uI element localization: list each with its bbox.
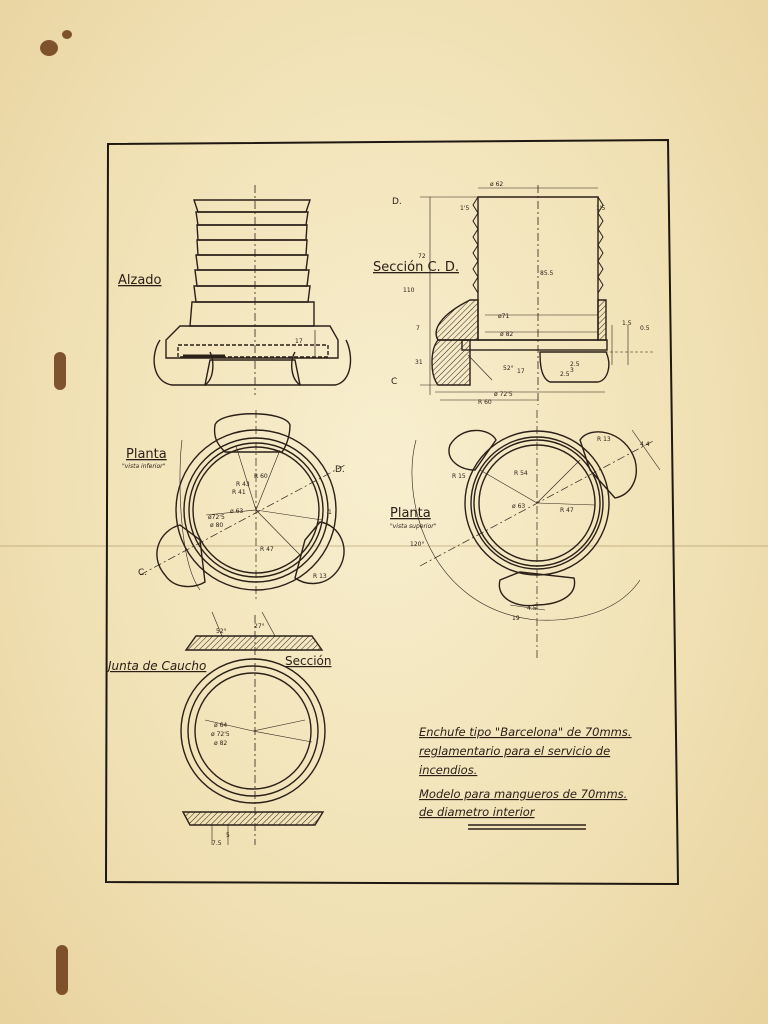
dim-label: 2.5 bbox=[570, 361, 580, 368]
dim-label: R 60 bbox=[254, 473, 268, 480]
dim-label: 19 bbox=[512, 615, 520, 622]
dim-label: ø 64 bbox=[214, 722, 227, 729]
seccion-cd-view bbox=[420, 185, 655, 405]
plan-letter-c: C. bbox=[138, 568, 147, 578]
plan-letter-d: D. bbox=[335, 465, 345, 475]
dim-label: 0.5 bbox=[640, 325, 650, 332]
dim-label: 1'5 bbox=[460, 205, 469, 212]
dim-label: 4.4 bbox=[640, 441, 650, 448]
dim-label: 5 bbox=[226, 832, 230, 839]
dim-label: R 47 bbox=[260, 546, 274, 553]
dim-label: ø 80 bbox=[210, 522, 223, 529]
dim-label: ø 62 bbox=[490, 181, 503, 188]
dim-label: 17 bbox=[295, 338, 303, 345]
caption-line: de diametro interior bbox=[419, 805, 536, 819]
dim-label: ø 82 bbox=[214, 740, 227, 747]
dim-label: 120° bbox=[410, 541, 424, 548]
rust-stain bbox=[54, 352, 66, 390]
dim-label: 7 bbox=[416, 325, 420, 332]
dim-label: R 41 bbox=[232, 489, 246, 496]
caption-line: incendios. bbox=[419, 763, 477, 777]
seccion-cd-label: Sección C. D. bbox=[373, 260, 459, 275]
planta-superior-sub: "vista superior" bbox=[390, 523, 437, 530]
dim-label: 7.5 bbox=[212, 840, 222, 847]
dim-label: 3 bbox=[570, 367, 574, 374]
alzado-view bbox=[153, 185, 352, 395]
dim-label: R 60 bbox=[478, 399, 492, 406]
planta-superior-label: Planta bbox=[390, 506, 431, 521]
dim-label: ø 72'5 bbox=[494, 391, 513, 398]
dim-label: 4.5 bbox=[527, 605, 537, 612]
rust-stain bbox=[62, 30, 72, 39]
dim-label: ø 82 bbox=[500, 331, 513, 338]
dim-label: R 54 bbox=[514, 470, 528, 477]
dim-label: ø 63 bbox=[512, 503, 525, 510]
alzado-label: Alzado bbox=[118, 273, 162, 288]
junta-label: Junta de Caucho bbox=[106, 659, 206, 673]
planta-inferior-view bbox=[139, 410, 346, 600]
caption-line: Modelo para mangueros de 70mms. bbox=[419, 787, 627, 801]
dim-label: ø71 bbox=[498, 313, 509, 320]
dim-label: 1.5 bbox=[622, 320, 632, 327]
caption-line: Enchufe tipo "Barcelona" de 70mms. bbox=[419, 725, 632, 739]
dim-label: 52° bbox=[503, 365, 514, 372]
planta-inferior-label: Planta bbox=[126, 447, 167, 462]
caption-line: reglamentario para el servicio de bbox=[419, 744, 610, 758]
dim-label: 1 bbox=[328, 509, 332, 516]
dim-label: R 43 bbox=[236, 481, 250, 488]
dim-label: R 13 bbox=[597, 436, 611, 443]
dim-label: 110 bbox=[403, 287, 415, 294]
dim-label: 27° bbox=[254, 623, 265, 630]
planta-superior-view bbox=[411, 410, 661, 660]
drawing-frame bbox=[104, 138, 680, 886]
dim-label: ø 72'5 bbox=[211, 731, 230, 738]
dim-label: 31 bbox=[415, 359, 423, 366]
dim-label: 2.5 bbox=[560, 371, 570, 378]
seccion-label: Sección bbox=[285, 654, 331, 668]
dim-label: 85.5 bbox=[540, 270, 554, 277]
dim-label: ø 63 bbox=[230, 508, 243, 515]
section-letter-d: D. bbox=[392, 197, 402, 207]
dim-label: ø72'5 bbox=[208, 514, 225, 521]
dim-label: 52° bbox=[216, 628, 227, 635]
paper-fold bbox=[0, 545, 768, 547]
dim-label: R 13 bbox=[313, 573, 327, 580]
dim-label: 72 bbox=[418, 253, 426, 260]
section-letter-c: C bbox=[391, 377, 397, 387]
dim-label: 17 bbox=[517, 368, 525, 375]
rust-stain bbox=[40, 40, 58, 56]
dim-label: 1'5 bbox=[596, 205, 605, 212]
caption-block: Enchufe tipo "Barcelona" de 70mms. regla… bbox=[419, 725, 632, 819]
junta-caucho-view bbox=[180, 611, 326, 845]
dim-label: R 15 bbox=[452, 473, 466, 480]
dim-label: R 47 bbox=[560, 507, 574, 514]
rust-stain bbox=[56, 945, 68, 995]
planta-inferior-sub: "vista inferior" bbox=[122, 463, 166, 470]
